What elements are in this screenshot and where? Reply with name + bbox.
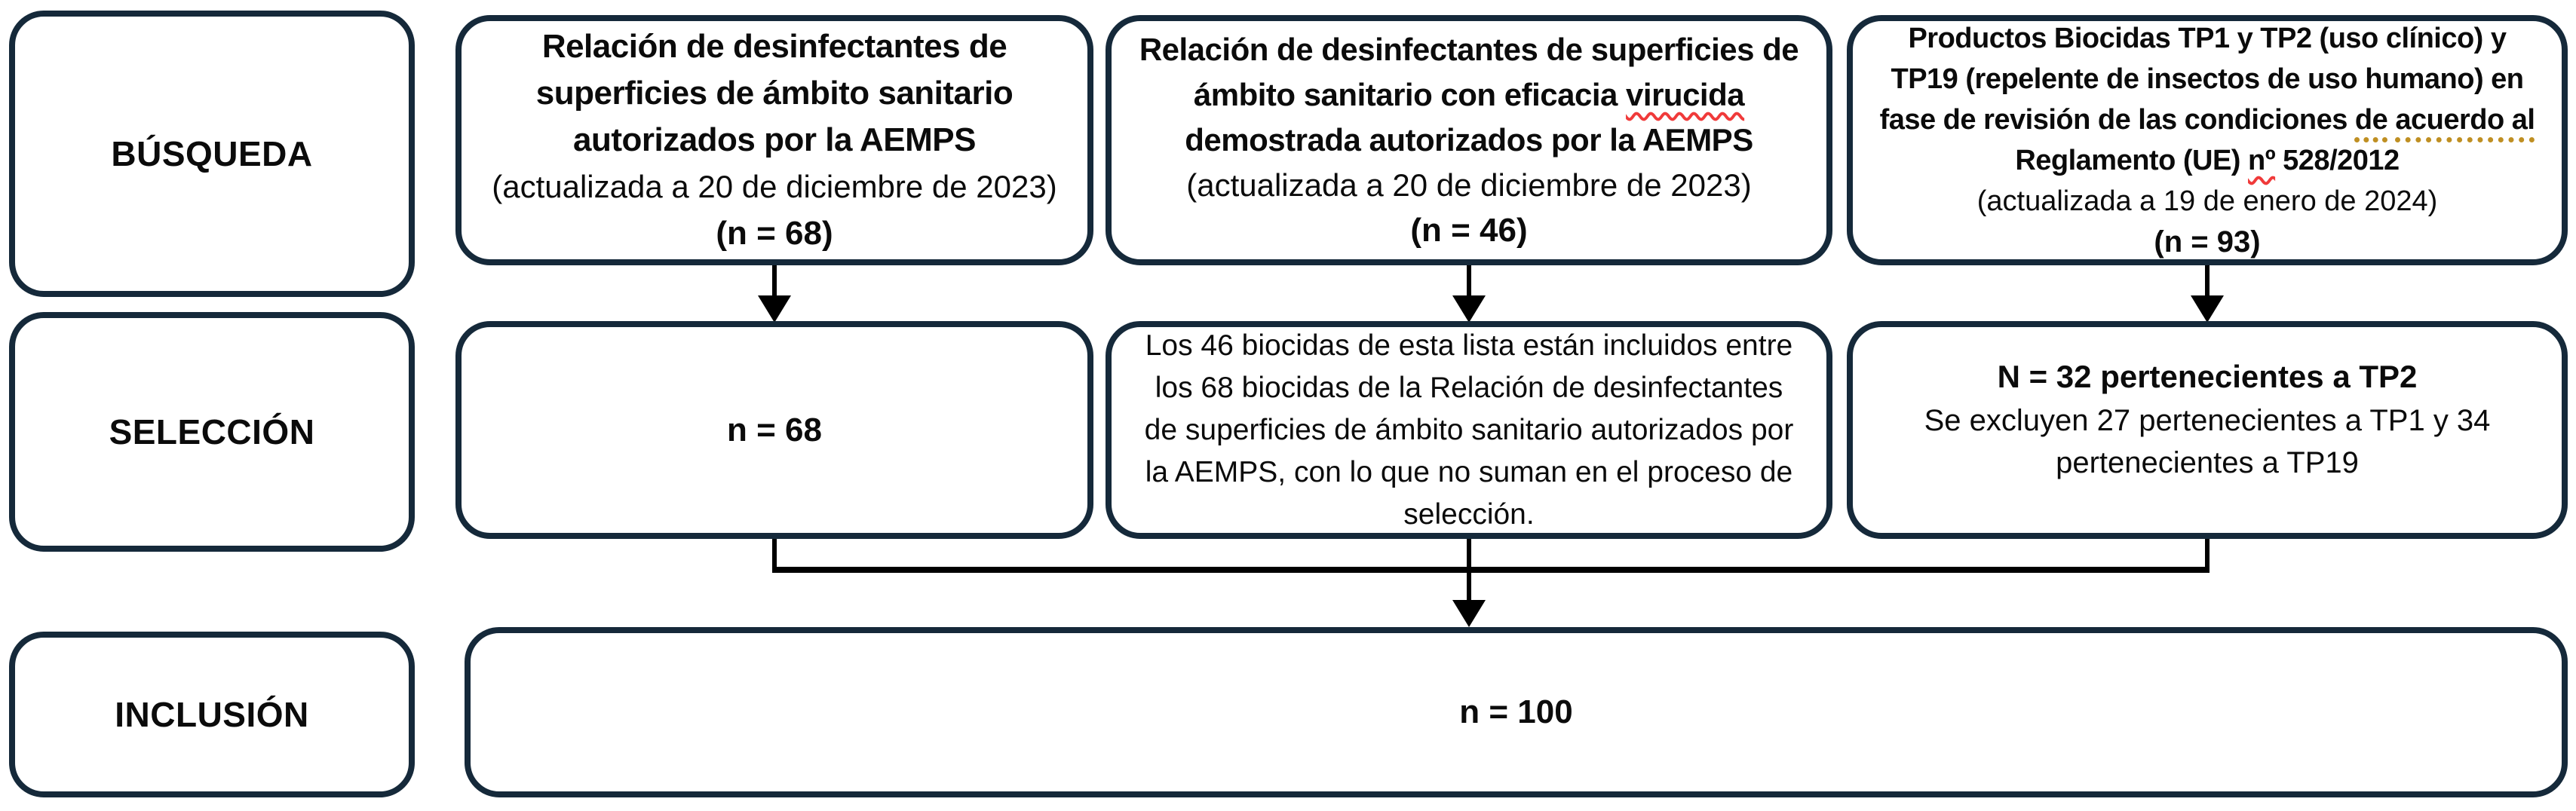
connector-col3-vertical [2205,265,2210,300]
search-box-biocidas-tp-word-num: nº [2248,145,2276,176]
search-box-virucida: Relación de desinfectantes de superficie… [1106,15,1832,265]
row-label-seleccion-text: SELECCIÓN [109,412,315,451]
row-label-inclusion: INCLUSIÓN [9,632,415,797]
search-box-virucida-word-virucida: virucida [1626,77,1745,112]
selection-box-nota-46: Los 46 biocidas de esta lista están incl… [1106,321,1832,539]
selection-box-nota-46-text: Los 46 biocidas de esta lista están incl… [1144,329,1794,531]
search-box-biocidas-tp: Productos Biocidas TP1 y TP2 (uso clínic… [1847,15,2568,265]
selection-box-n68: n = 68 [455,321,1093,539]
search-box-virucida-title-post: demostrada autorizados por la AEMPS [1185,122,1753,158]
search-box-biocidas-tp-date: (actualizada a 19 de enero de 2024) [1976,185,2438,217]
search-box-relacion-aemps-date: (actualizada a 20 de diciembre de 2023) [492,169,1057,204]
selection-box-n68-count: n = 68 [727,411,822,448]
connector-sel1-down [772,539,777,573]
search-box-relacion-aemps: Relación de desinfectantes de superficie… [455,15,1093,265]
arrowhead-down-col1-icon [758,295,791,323]
search-box-virucida-date: (actualizada a 20 de diciembre de 2023) [1186,167,1752,203]
search-box-relacion-aemps-title: Relación de desinfectantes de superficie… [462,23,1087,164]
row-label-busqueda-text: BÚSQUEDA [111,134,313,173]
search-box-biocidas-tp-word-de: de [2354,104,2388,136]
arrowhead-down-col2-icon [1452,295,1486,323]
row-label-seleccion: SELECCIÓN [9,312,415,552]
selection-box-tp2-exclusions: Se excluyen 27 pertenecientes a TP1 y 34… [1924,404,2491,479]
search-box-biocidas-tp-seg5: Reglamento (UE) [2015,145,2249,176]
search-box-biocidas-tp-seg7: 528/2012 [2275,145,2400,176]
search-box-biocidas-tp-count: (n = 93) [2154,225,2261,259]
search-box-biocidas-tp-seg1: Productos Biocidas TP1 y TP2 (uso clínic… [1879,23,2524,136]
row-label-busqueda: BÚSQUEDA [9,11,415,297]
connector-sel3-down [2205,539,2210,573]
search-box-relacion-aemps-count: (n = 68) [716,215,833,252]
arrowhead-down-inclusion-icon [1452,600,1486,627]
inclusion-box-n100-count: n = 100 [1459,693,1573,730]
search-box-biocidas-tp-word-acuerdo-al: acuerdo al [2395,104,2535,136]
inclusion-box-n100: n = 100 [465,627,2568,797]
search-box-virucida-title: Relación de desinfectantes de superficie… [1112,27,1826,163]
search-box-biocidas-tp-seg3 [2387,104,2395,136]
selection-box-tp2-count: N = 32 pertenecientes a TP2 [1997,359,2418,394]
row-label-inclusion-text: INCLUSIÓN [115,695,309,734]
search-box-virucida-title-pre: Relación de desinfectantes de superficie… [1139,32,1799,112]
connector-col1-vertical [772,265,777,300]
selection-box-tp2: N = 32 pertenecientes a TP2 Se excluyen … [1847,321,2568,539]
connector-col2-vertical [1467,265,1471,300]
search-box-relacion-aemps-title-text: Relación de desinfectantes de superficie… [535,28,1014,158]
search-box-virucida-count: (n = 46) [1410,212,1528,249]
connector-horizontal-bus [772,567,2210,573]
search-box-biocidas-tp-title: Productos Biocidas TP1 y TP2 (uso clínic… [1853,18,2562,181]
arrowhead-down-col3-icon [2191,295,2224,323]
connector-sel2-down [1467,539,1471,603]
